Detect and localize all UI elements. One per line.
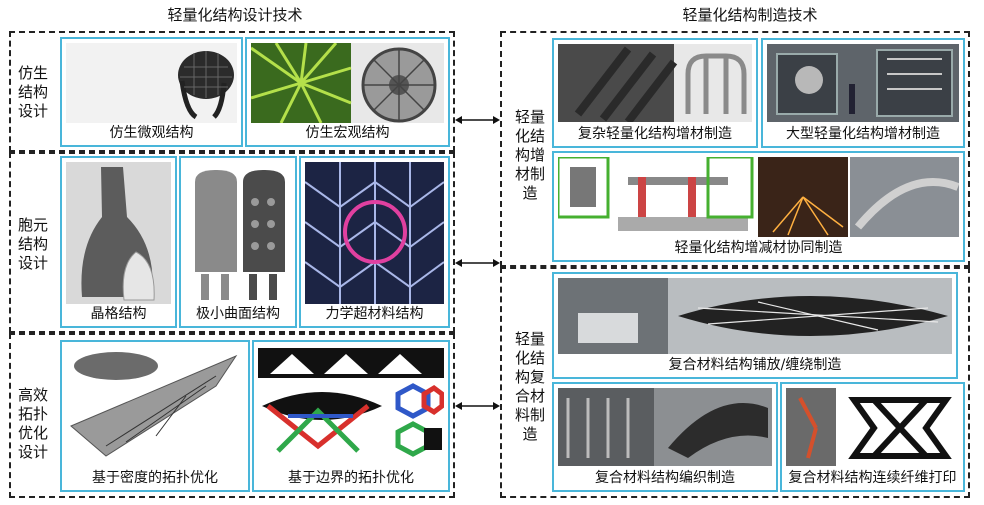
braiding-image	[558, 388, 772, 466]
left-header: 轻量化结构设计技术	[167, 6, 303, 24]
card-fiber-print: 复合材料结构连续纤维打印	[780, 382, 965, 492]
bionic-group-label: 仿生结构设计	[17, 64, 48, 120]
boundary-topology-image	[258, 346, 444, 466]
leaf-and-wheel-image	[251, 43, 444, 123]
additive-group-label: 轻量化结构增材制造	[508, 108, 552, 203]
arrow-cell	[455, 259, 500, 267]
bionic-helmet-image	[66, 43, 237, 123]
card-lattice: 晶格结构	[60, 156, 177, 328]
card-hybrid-caption: 轻量化结构增减材协同制造	[674, 240, 843, 256]
cell-group-label: 胞元结构设计	[17, 216, 48, 272]
fiber-layup-image	[558, 278, 952, 354]
card-lattice-caption: 晶格结构	[90, 306, 147, 322]
minimal-surface-image	[185, 162, 291, 304]
topo-group-label: 高效拓扑优化设计	[17, 386, 48, 461]
bionic-group	[9, 31, 455, 152]
card-min-surface-caption: 极小曲面结构	[196, 306, 280, 322]
card-metamaterial: 力学超材料结构	[299, 156, 450, 328]
card-braid-caption: 复合材料结构编织制造	[595, 470, 735, 486]
card-metamaterial-caption: 力学超材料结构	[325, 306, 424, 322]
card-braid: 复合材料结构编织制造	[552, 382, 778, 492]
composite-label-text: 轻量化结构复合材料制造	[514, 330, 545, 443]
card-bionic-macro-caption: 仿生宏观结构	[305, 125, 390, 141]
card-layup-caption: 复合材料结构铺放/缠绕制造	[668, 357, 842, 373]
composite-group-label: 轻量化结构复合材料制造	[508, 330, 552, 444]
card-complex-am: 复杂轻量化结构增材制造	[552, 38, 758, 148]
card-bionic-micro-caption: 仿生微观结构	[109, 125, 194, 141]
large-am-image	[767, 44, 959, 122]
card-min-surface: 极小曲面结构	[179, 156, 297, 328]
arrow-bionic	[455, 116, 500, 124]
card-large-am-caption: 大型轻量化结构增材制造	[786, 126, 940, 142]
composite-group	[500, 267, 970, 498]
card-bionic-micro: 仿生微观结构	[60, 37, 243, 147]
card-boundary-topo-caption: 基于边界的拓扑优化	[288, 470, 414, 486]
card-boundary-topo: 基于边界的拓扑优化	[252, 340, 450, 492]
additive-group	[500, 31, 970, 267]
lattice-nozzle-image	[66, 162, 171, 304]
topo-group	[9, 333, 455, 498]
card-density-topo: 基于密度的拓扑优化	[60, 340, 250, 492]
card-bionic-macro: 仿生宏观结构	[245, 37, 450, 147]
card-complex-am-caption: 复杂轻量化结构增材制造	[578, 126, 732, 142]
fiber-print-image	[786, 388, 959, 466]
complex-am-image	[558, 44, 752, 122]
metamaterial-image	[305, 162, 444, 304]
additive-label-text: 轻量化结构增材制造	[514, 108, 545, 202]
card-large-am: 大型轻量化结构增材制造	[761, 38, 965, 148]
hybrid-machine-image	[558, 157, 959, 237]
right-header: 轻量化结构制造技术	[682, 6, 818, 24]
card-hybrid: 轻量化结构增减材协同制造	[552, 151, 965, 262]
arrow-topo	[455, 402, 500, 410]
card-density-topo-caption: 基于密度的拓扑优化	[92, 470, 218, 486]
wing-structure-image	[66, 346, 244, 466]
card-layup: 复合材料结构铺放/缠绕制造	[552, 272, 958, 379]
cell-group	[9, 152, 455, 333]
card-fiber-print-caption: 复合材料结构连续纤维打印	[788, 470, 957, 486]
